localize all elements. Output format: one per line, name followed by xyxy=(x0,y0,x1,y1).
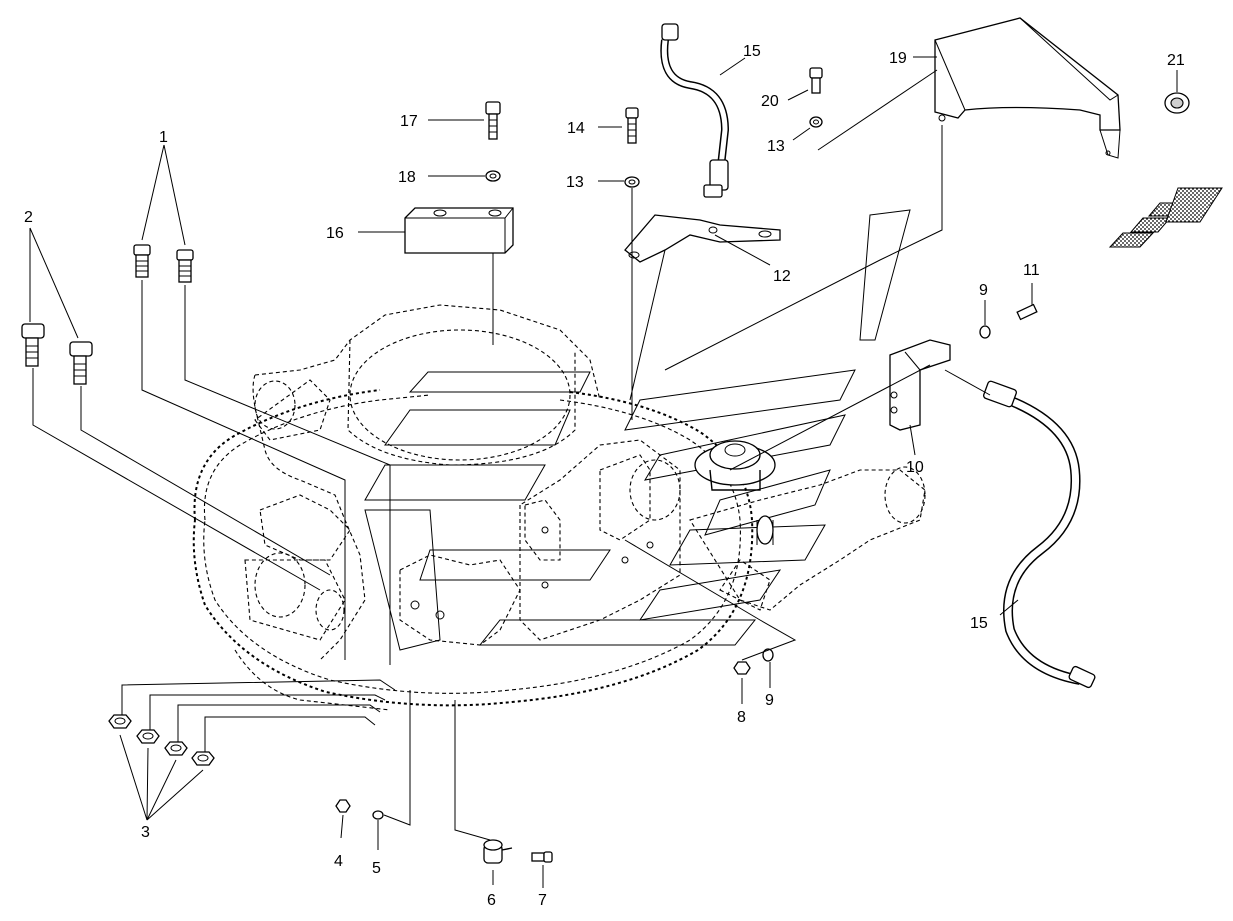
assembly-direction-marks xyxy=(364,209,911,651)
callout-17: 17 xyxy=(400,113,418,130)
part-17-bolt xyxy=(428,101,501,140)
ring-gear xyxy=(192,389,754,707)
callout-11: 11 xyxy=(1023,262,1040,279)
callout-3: 3 xyxy=(141,824,150,841)
part-15-hose-upper xyxy=(660,23,746,198)
callout-1: 1 xyxy=(159,129,168,146)
callout-7: 7 xyxy=(538,892,547,909)
part-13-washer-right xyxy=(792,116,823,141)
callout-10: 10 xyxy=(906,459,924,476)
part-12-plate xyxy=(624,214,781,401)
callout-14: 14 xyxy=(567,120,585,137)
part-7-screw xyxy=(531,851,553,888)
direction-arrow-icon xyxy=(1108,187,1223,248)
part-6-bushing xyxy=(454,700,513,885)
callout-labels: 1 2 3 4 5 6 7 8 9 9 10 11 12 13 13 14 15… xyxy=(24,43,1185,909)
callout-18: 18 xyxy=(398,169,416,186)
part-13-washer-center xyxy=(598,176,640,420)
part-19-cover xyxy=(664,17,1121,371)
part-20-bolt xyxy=(787,67,823,101)
part-15-hose-lower xyxy=(944,369,1096,689)
callout-9-upper: 9 xyxy=(979,282,988,299)
part-1-bolts xyxy=(133,144,391,665)
callout-6: 6 xyxy=(487,892,496,909)
callout-15-upper: 15 xyxy=(743,43,761,60)
callout-8: 8 xyxy=(737,709,746,726)
callout-12: 12 xyxy=(773,268,791,285)
callout-19: 19 xyxy=(889,50,907,67)
callout-5: 5 xyxy=(372,860,381,877)
part-4-nut xyxy=(335,799,351,839)
callout-20: 20 xyxy=(761,93,779,110)
callout-13-right: 13 xyxy=(767,138,785,155)
part-2-fittings xyxy=(21,227,331,591)
gear-housing-outline xyxy=(234,304,926,711)
callout-21: 21 xyxy=(1167,52,1185,69)
callout-4: 4 xyxy=(334,853,343,870)
callout-2: 2 xyxy=(24,209,33,226)
part-9-washer-lower xyxy=(624,539,797,688)
callout-13-center: 13 xyxy=(566,174,584,191)
part-9-washer-upper xyxy=(979,300,991,339)
part-11-bolt xyxy=(1016,283,1038,321)
pinion-gear xyxy=(694,440,776,545)
part-21-grommet xyxy=(1164,70,1190,114)
part-3-nuts xyxy=(108,679,396,821)
part-16-block xyxy=(358,207,514,345)
part-18-washer xyxy=(428,170,501,182)
callout-9-lower: 9 xyxy=(765,692,774,709)
callout-15-lower: 15 xyxy=(970,615,988,632)
part-14-bolt xyxy=(598,107,639,144)
part-8-nut xyxy=(733,661,751,704)
part-10-bracket xyxy=(729,339,951,471)
part-5-washer xyxy=(372,690,411,850)
callout-16: 16 xyxy=(326,225,344,242)
